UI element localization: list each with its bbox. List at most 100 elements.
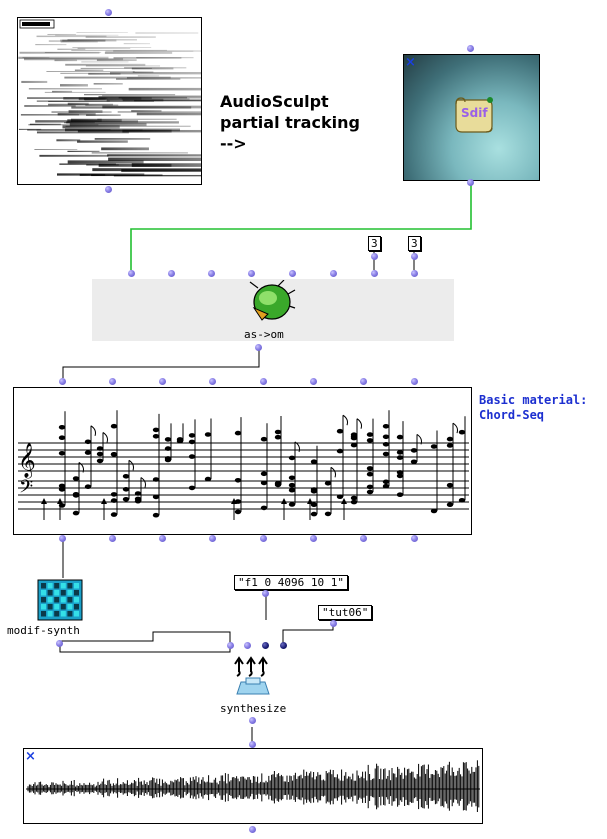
- note-head: [288, 482, 296, 488]
- sonogram-box[interactable]: [17, 17, 202, 185]
- note-head: [458, 429, 466, 435]
- note-head: [96, 446, 104, 451]
- sound-box[interactable]: ×: [23, 748, 483, 824]
- synthesize-inlet-3[interactable]: [262, 642, 269, 649]
- close-icon[interactable]: ×: [25, 749, 36, 764]
- note-head: [396, 470, 404, 475]
- note-flag: [452, 422, 458, 434]
- chord-seq-inlet-7[interactable]: [360, 378, 367, 385]
- grid-cell: [54, 604, 60, 610]
- as-om-inlet-7[interactable]: [371, 270, 378, 277]
- as-om-inlet-8[interactable]: [411, 270, 418, 277]
- synthesize-label: synthesize: [220, 702, 287, 715]
- note-head: [324, 511, 332, 517]
- note-flag: [294, 441, 300, 453]
- note-head: [324, 481, 332, 486]
- sound-output-inlet[interactable]: [249, 826, 256, 833]
- note-head: [336, 428, 344, 434]
- grid-cell: [74, 597, 79, 603]
- note-head: [446, 443, 454, 448]
- note-head: [366, 471, 374, 477]
- chord-seq-output-1[interactable]: [59, 535, 66, 542]
- note-head: [410, 459, 418, 465]
- grid-cell: [60, 583, 66, 589]
- as-om-output-inlet[interactable]: [255, 344, 262, 351]
- note-flag: [356, 418, 362, 429]
- chord-seq-inlet-5[interactable]: [260, 378, 267, 385]
- note-head: [288, 502, 296, 507]
- grid-cell: [54, 597, 60, 603]
- as-om-inlet-4[interactable]: [248, 270, 255, 277]
- sound-input-inlet[interactable]: [249, 741, 256, 748]
- chord-seq-box[interactable]: 𝄞 𝄢: [13, 387, 472, 535]
- value-box-1-inlet[interactable]: [371, 253, 378, 260]
- chord-seq-score: 𝄞 𝄢: [18, 410, 469, 520]
- note-head: [382, 483, 390, 489]
- as-om-inlet-6[interactable]: [330, 270, 337, 277]
- grid-cell: [41, 583, 46, 589]
- note-flag: [102, 432, 108, 443]
- chord-seq-inlet-4[interactable]: [209, 378, 216, 385]
- chord-seq-output-4[interactable]: [209, 535, 216, 542]
- chord-seq-inlet-8[interactable]: [411, 378, 418, 385]
- note-head: [152, 427, 160, 433]
- note-head: [134, 491, 142, 496]
- grid-cell: [74, 611, 79, 617]
- csound-string-inlet[interactable]: [262, 590, 269, 597]
- grid-cell: [60, 590, 66, 596]
- note-head: [110, 512, 118, 517]
- grid-cell: [67, 611, 73, 617]
- as-om-inlet-2[interactable]: [168, 270, 175, 277]
- as-om-inlet-3[interactable]: [208, 270, 215, 277]
- chord-seq-inlet-2[interactable]: [109, 378, 116, 385]
- bass-arrow: [231, 498, 237, 504]
- tut-string-box[interactable]: "tut06": [318, 605, 373, 620]
- note-head: [84, 450, 92, 455]
- csound-string-box[interactable]: "f1 0 4096 10 1": [234, 575, 348, 590]
- note-head: [110, 498, 118, 503]
- sdif-file-box[interactable]: × Sdif: [403, 54, 540, 181]
- grid-patch-icon[interactable]: [36, 578, 84, 622]
- chord-seq-output-5[interactable]: [260, 535, 267, 542]
- sonogram-output-inlet[interactable]: [105, 186, 112, 193]
- sonogram-input-inlet[interactable]: [105, 9, 112, 16]
- note-head: [410, 448, 418, 453]
- chord-seq-inlet-6[interactable]: [310, 378, 317, 385]
- note-flag: [342, 414, 348, 426]
- chord-seq-output-7[interactable]: [360, 535, 367, 542]
- sdif-input-inlet[interactable]: [467, 45, 474, 52]
- value-box-2[interactable]: 3: [408, 236, 421, 251]
- modif-synth-output-inlet[interactable]: [56, 640, 63, 647]
- synthesize-output-inlet[interactable]: [249, 717, 256, 724]
- note-head: [382, 434, 390, 440]
- note-head: [234, 509, 242, 515]
- chord-seq-output-6[interactable]: [310, 535, 317, 542]
- chord-seq-output-8[interactable]: [411, 535, 418, 542]
- close-icon[interactable]: ×: [405, 55, 416, 70]
- note-head: [122, 487, 130, 492]
- note-head: [260, 471, 268, 477]
- chord-seq-inlet-3[interactable]: [159, 378, 166, 385]
- note-head: [152, 477, 160, 482]
- note-head: [58, 451, 66, 456]
- value-box-1[interactable]: 3: [368, 236, 381, 251]
- note-head: [122, 497, 130, 502]
- note-head: [58, 435, 66, 440]
- chord-seq-inlet-1[interactable]: [59, 378, 66, 385]
- note-head: [288, 487, 296, 493]
- synthesize-inlet-2[interactable]: [244, 642, 251, 649]
- tut-string-inlet[interactable]: [330, 620, 337, 627]
- synthesize-inlet-1[interactable]: [227, 642, 234, 649]
- sdif-output-inlet[interactable]: [467, 179, 474, 186]
- note-head: [58, 483, 66, 489]
- chord-seq-output-2[interactable]: [109, 535, 116, 542]
- note-head: [152, 494, 160, 500]
- as-om-inlet-1[interactable]: [128, 270, 135, 277]
- chord-seq-output-3[interactable]: [159, 535, 166, 542]
- as-om-inlet-5[interactable]: [289, 270, 296, 277]
- note-head: [204, 432, 212, 437]
- synthesize-inlet-4[interactable]: [280, 642, 287, 649]
- value-box-2-inlet[interactable]: [411, 253, 418, 260]
- grid-cell: [41, 590, 46, 596]
- grid-cell: [47, 583, 53, 589]
